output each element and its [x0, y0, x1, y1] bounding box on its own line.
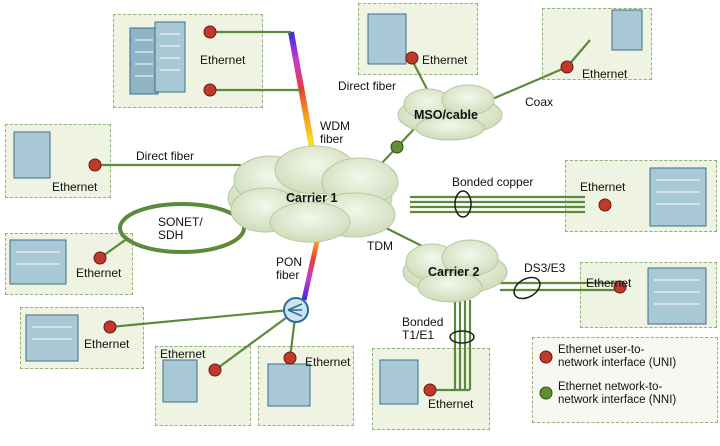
legend-nni-line1: Ethernet network-to- [558, 381, 663, 393]
uni-interface-dots [88, 25, 627, 397]
site-label-right-lower: Ethernet [586, 276, 632, 290]
coax-label: Coax [525, 95, 554, 109]
carrier1-label: Carrier 1 [286, 191, 338, 205]
site-label-left-lower: Ethernet [84, 337, 130, 351]
pon-label-line1: PON [276, 255, 303, 269]
link-pon-left-lower [109, 308, 291, 329]
carrier2-cloud [402, 239, 508, 303]
legend-uni-line2: network interface (UNI) [558, 357, 677, 369]
bonded-t1-label-line2: T1/E1 [402, 328, 435, 342]
direct-fiber-top-label: Direct fiber [338, 79, 397, 93]
link-coax [489, 65, 568, 102]
sonet-label: SONET/ SDH [158, 216, 203, 242]
link-pon-bottom-left [214, 314, 291, 371]
link-sonet-ring [118, 202, 246, 254]
legend-uni-text: Ethernet user-to- network interface (UNI… [558, 344, 676, 370]
site-label-right-upper: Ethernet [580, 180, 626, 194]
site-label-top-right: Ethernet [582, 67, 628, 81]
wdm-label: WDM fiber [320, 120, 350, 146]
legend-nni-dot [539, 386, 553, 400]
wdm-label-line1: WDM [320, 119, 350, 133]
bonded-t1-label-line1: Bonded [402, 315, 444, 329]
bonded-copper-label: Bonded copper [452, 175, 534, 189]
link-pon-bottom-center [288, 317, 297, 359]
sonet-label-line1: SONET/ [158, 215, 203, 229]
legend-uni-line1: Ethernet user-to- [558, 344, 645, 356]
pon-label: PON fiber [276, 256, 302, 282]
site-label-top-left: Ethernet [200, 53, 246, 67]
carrier1-cloud [227, 145, 399, 243]
site-label-top-center: Ethernet [422, 53, 468, 67]
carrier2-label: Carrier 2 [428, 265, 480, 279]
legend-box [532, 337, 718, 423]
mso-label: MSO/cable [414, 108, 478, 122]
site-box-bottom-left [155, 346, 251, 426]
nni-interface-dot [390, 140, 404, 154]
legend-nni-text: Ethernet network-to- network interface (… [558, 381, 676, 407]
site-label-bottom-right: Ethernet [428, 397, 474, 411]
wdm-label-line2: fiber [320, 132, 344, 146]
site-label-left-middle: Ethernet [76, 266, 122, 280]
sonet-label-line2: SDH [158, 228, 184, 242]
ds3-label: DS3/E3 [524, 261, 566, 275]
bonded-t1-label: Bonded T1/E1 [402, 316, 443, 342]
pon-label-line2: fiber [276, 268, 300, 282]
legend-nni-line2: network interface (NNI) [558, 394, 677, 406]
tdm-label: TDM [367, 239, 393, 253]
site-label-bottom-center: Ethernet [305, 355, 351, 369]
direct-fiber-left-label: Direct fiber [136, 149, 195, 163]
pon-splitter-icon [283, 297, 309, 323]
site-label-left-upper: Ethernet [52, 180, 98, 194]
site-label-bottom-left: Ethernet [160, 347, 206, 361]
mso-cloud [397, 84, 503, 141]
legend-uni-dot [539, 350, 553, 364]
